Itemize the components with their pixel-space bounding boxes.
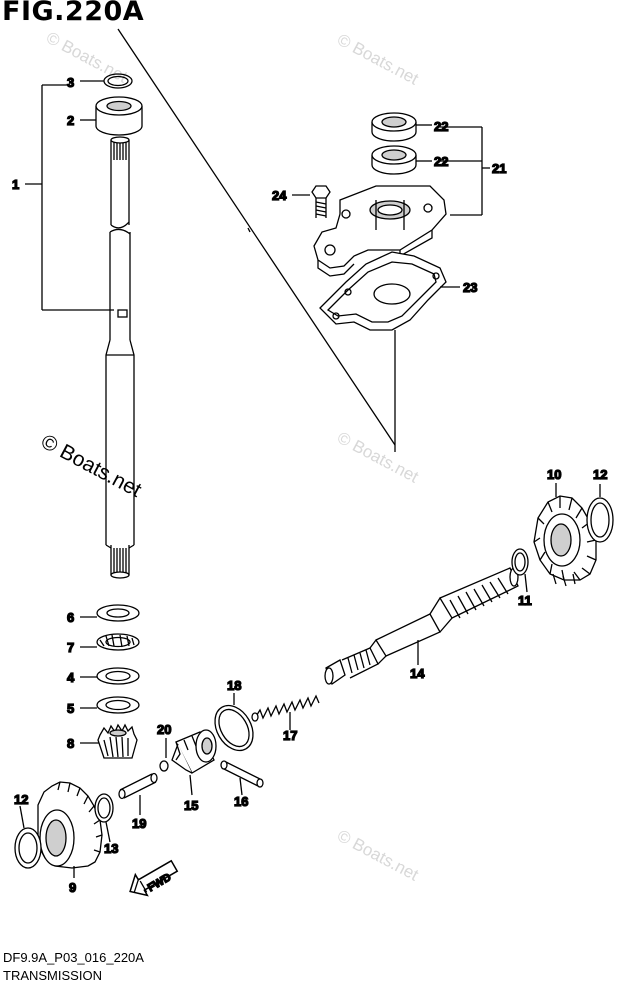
callout-19: 19	[132, 816, 146, 831]
ring-18[interactable]	[207, 693, 260, 757]
callout-14: 14	[410, 666, 425, 681]
callout-1: 1	[12, 177, 19, 192]
bevel-gear-9[interactable]	[37, 781, 103, 878]
spring-17[interactable]	[251, 694, 320, 730]
pinion-gear-8[interactable]	[80, 723, 138, 759]
tick	[247, 227, 251, 233]
callout-6: 6	[67, 610, 74, 625]
figure-code: DF9.9A_P03_016_220A	[3, 950, 144, 965]
shim-13[interactable]	[94, 793, 114, 843]
bracket-1	[25, 84, 114, 311]
drive-shaft[interactable]	[105, 136, 135, 579]
pin-20[interactable]	[159, 738, 169, 772]
callout-12-right: 12	[593, 467, 607, 482]
callout-21: 21	[492, 161, 506, 176]
section-title: TRANSMISSION	[3, 968, 102, 983]
shim-5[interactable]	[80, 696, 140, 714]
callout-23: 23	[463, 280, 477, 295]
housing-21[interactable]	[313, 185, 447, 277]
thrust-bearing-7[interactable]	[80, 633, 140, 651]
circlip-3[interactable]	[80, 73, 133, 89]
callout-3: 3	[67, 75, 74, 90]
bevel-gear-10[interactable]	[533, 483, 597, 587]
bracket-21	[440, 126, 490, 216]
callout-8: 8	[67, 736, 74, 751]
shim-11[interactable]	[511, 548, 529, 593]
callout-10: 10	[547, 467, 561, 482]
callout-17: 17	[283, 728, 297, 743]
leader-diagonal	[117, 28, 396, 446]
pin-19[interactable]	[118, 772, 158, 816]
callout-9: 9	[69, 880, 76, 895]
callout-12-left: 12	[14, 792, 28, 807]
callout-5: 5	[67, 701, 74, 716]
clutch-dog-15[interactable]	[171, 729, 217, 796]
callout-15: 15	[184, 798, 198, 813]
callout-24: 24	[272, 188, 287, 203]
callout-2: 2	[67, 113, 74, 128]
oil-seal-22-top[interactable]	[371, 112, 432, 142]
callout-13: 13	[104, 841, 118, 856]
washer-4[interactable]	[80, 667, 140, 685]
bolt-24[interactable]	[292, 185, 331, 218]
shim-12-left[interactable]	[14, 805, 42, 869]
washer-6[interactable]	[80, 604, 140, 622]
callout-22-top: 22	[434, 119, 448, 134]
callout-16: 16	[234, 794, 248, 809]
figure-title: FIG.220A	[2, 0, 145, 27]
callout-11: 11	[518, 593, 532, 608]
callout-4: 4	[67, 670, 75, 685]
oil-seal-22-bottom[interactable]	[371, 145, 432, 175]
callout-7: 7	[67, 640, 74, 655]
callout-22-bottom: 22	[434, 154, 448, 169]
callout-18: 18	[227, 678, 241, 693]
callout-20: 20	[157, 722, 171, 737]
fwd-arrow	[129, 859, 179, 897]
cross-pin-16[interactable]	[220, 760, 264, 796]
shim-12-right[interactable]	[586, 484, 614, 543]
bearing-2[interactable]	[80, 96, 143, 136]
gasket-23[interactable]	[319, 251, 460, 331]
